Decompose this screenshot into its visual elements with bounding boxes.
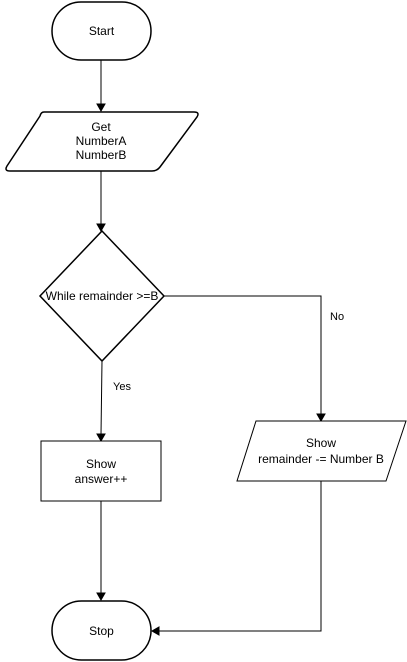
input-label-line-3: NumberB <box>76 148 127 162</box>
get-input-node: Get NumberA NumberB <box>5 111 199 172</box>
input-parallelogram-shape <box>5 111 199 172</box>
remainder-label-line-2: remainder -= Number B <box>258 452 384 466</box>
yes-edge-label: Yes <box>113 381 131 393</box>
edge-input-to-decision <box>96 171 106 233</box>
edge-decision-to-answer: Yes <box>96 360 131 443</box>
answer-label-line-1: Show <box>86 457 116 471</box>
edge-remainder-to-stop <box>150 481 322 636</box>
decision-label: While remainder >=B <box>46 289 159 303</box>
arrowhead <box>96 592 106 602</box>
no-edge-label: No <box>330 311 344 323</box>
input-label-line-2: NumberA <box>76 134 127 148</box>
edge-decision-to-remainder: No <box>164 295 344 423</box>
stop-label: Stop <box>89 624 114 638</box>
start-node: Start <box>51 1 152 61</box>
show-remainder-node: Show remainder -= Number B <box>236 420 407 482</box>
stop-node: Stop <box>51 600 152 661</box>
edge-answer-to-stop <box>96 501 106 602</box>
edge-line <box>164 295 322 415</box>
edge-start-to-input <box>96 60 106 113</box>
output-parallelogram-shape <box>236 420 407 482</box>
arrowhead <box>96 433 106 443</box>
stop-terminal-shape <box>51 600 152 661</box>
remainder-label-line-1: Show <box>306 436 336 450</box>
decision-node: While remainder >=B <box>38 229 166 363</box>
start-label: Start <box>89 24 115 38</box>
arrowhead <box>150 626 160 636</box>
arrowhead <box>96 223 106 233</box>
input-label-line-1: Get <box>91 120 111 134</box>
arrowhead <box>316 413 326 423</box>
edge-line <box>158 481 322 632</box>
process-box-shape <box>40 440 162 502</box>
edge-line <box>100 360 103 436</box>
answer-label-line-2: answer++ <box>75 472 128 486</box>
show-answer-node: Show answer++ <box>40 440 162 502</box>
arrowhead <box>96 103 106 113</box>
